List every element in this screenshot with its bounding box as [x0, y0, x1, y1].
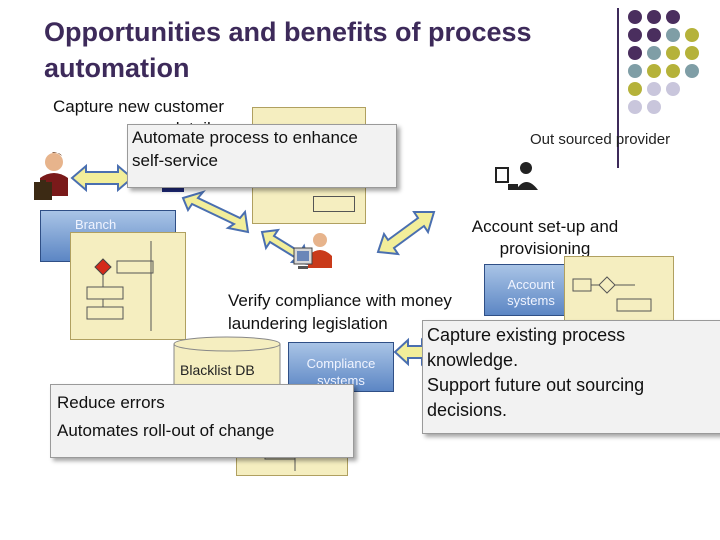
flowchart-diagram	[86, 241, 154, 331]
decorative-divider	[617, 8, 619, 168]
dot	[628, 46, 642, 60]
outsourced-provider-label: Out sourced provider	[530, 131, 671, 148]
page-title: Opportunities and benefits of process au…	[44, 17, 532, 83]
capture-knowledge-text: Capture existing process knowledge.	[427, 325, 626, 370]
blacklist-db-label: Blacklist DB	[180, 362, 255, 378]
dot	[666, 82, 680, 96]
support-outsourcing-text: Support future out sourcing decisions.	[427, 375, 645, 420]
dot	[628, 100, 642, 114]
dot	[647, 28, 661, 42]
branch-label: Branch	[75, 217, 117, 232]
dot	[628, 82, 642, 96]
decorative-dot-grid	[626, 10, 716, 120]
dot	[666, 28, 680, 42]
dot	[647, 100, 661, 114]
dot	[647, 82, 661, 96]
branch-flowchart	[70, 232, 186, 340]
customer-person-icon	[34, 152, 68, 200]
dot	[666, 64, 680, 78]
flow-step	[313, 196, 355, 212]
automate-callout-text: Automate process to enhance self-service	[132, 128, 358, 170]
reduce-errors-text: Reduce errors	[57, 393, 165, 412]
dot	[628, 64, 642, 78]
verify-compliance-text: Verify compliance with money laundering …	[228, 291, 452, 333]
dot	[628, 28, 642, 42]
dot	[685, 46, 699, 60]
dot	[647, 64, 661, 78]
dot	[666, 10, 680, 24]
dot	[685, 64, 699, 78]
account-systems-label: Account systems	[507, 277, 555, 308]
automate-callout: Automate process to enhance self-service	[127, 124, 397, 188]
dot	[666, 46, 680, 60]
automates-rollout-text: Automates roll-out of change	[57, 421, 275, 440]
dot	[647, 46, 661, 60]
double-arrow-branch-center	[181, 190, 250, 234]
double-arrow-account	[376, 211, 436, 256]
compliance-systems-label: Compliance systems	[306, 356, 376, 388]
employee-computer-icon	[293, 233, 332, 269]
dot	[685, 28, 699, 42]
outsourced-agent-icon	[495, 162, 538, 190]
dot	[628, 10, 642, 24]
account-setup-label: Account set-up and provisioning	[471, 217, 619, 258]
double-arrow-customer	[70, 163, 134, 193]
dot	[647, 10, 661, 24]
verify-compliance-label: Verify compliance with money laundering …	[228, 289, 478, 335]
reduce-errors-callout: Reduce errors Automates roll-out of chan…	[50, 384, 354, 458]
capture-knowledge-callout: Capture existing process knowledge. Supp…	[422, 320, 720, 434]
flowchart-diagram	[572, 276, 652, 312]
